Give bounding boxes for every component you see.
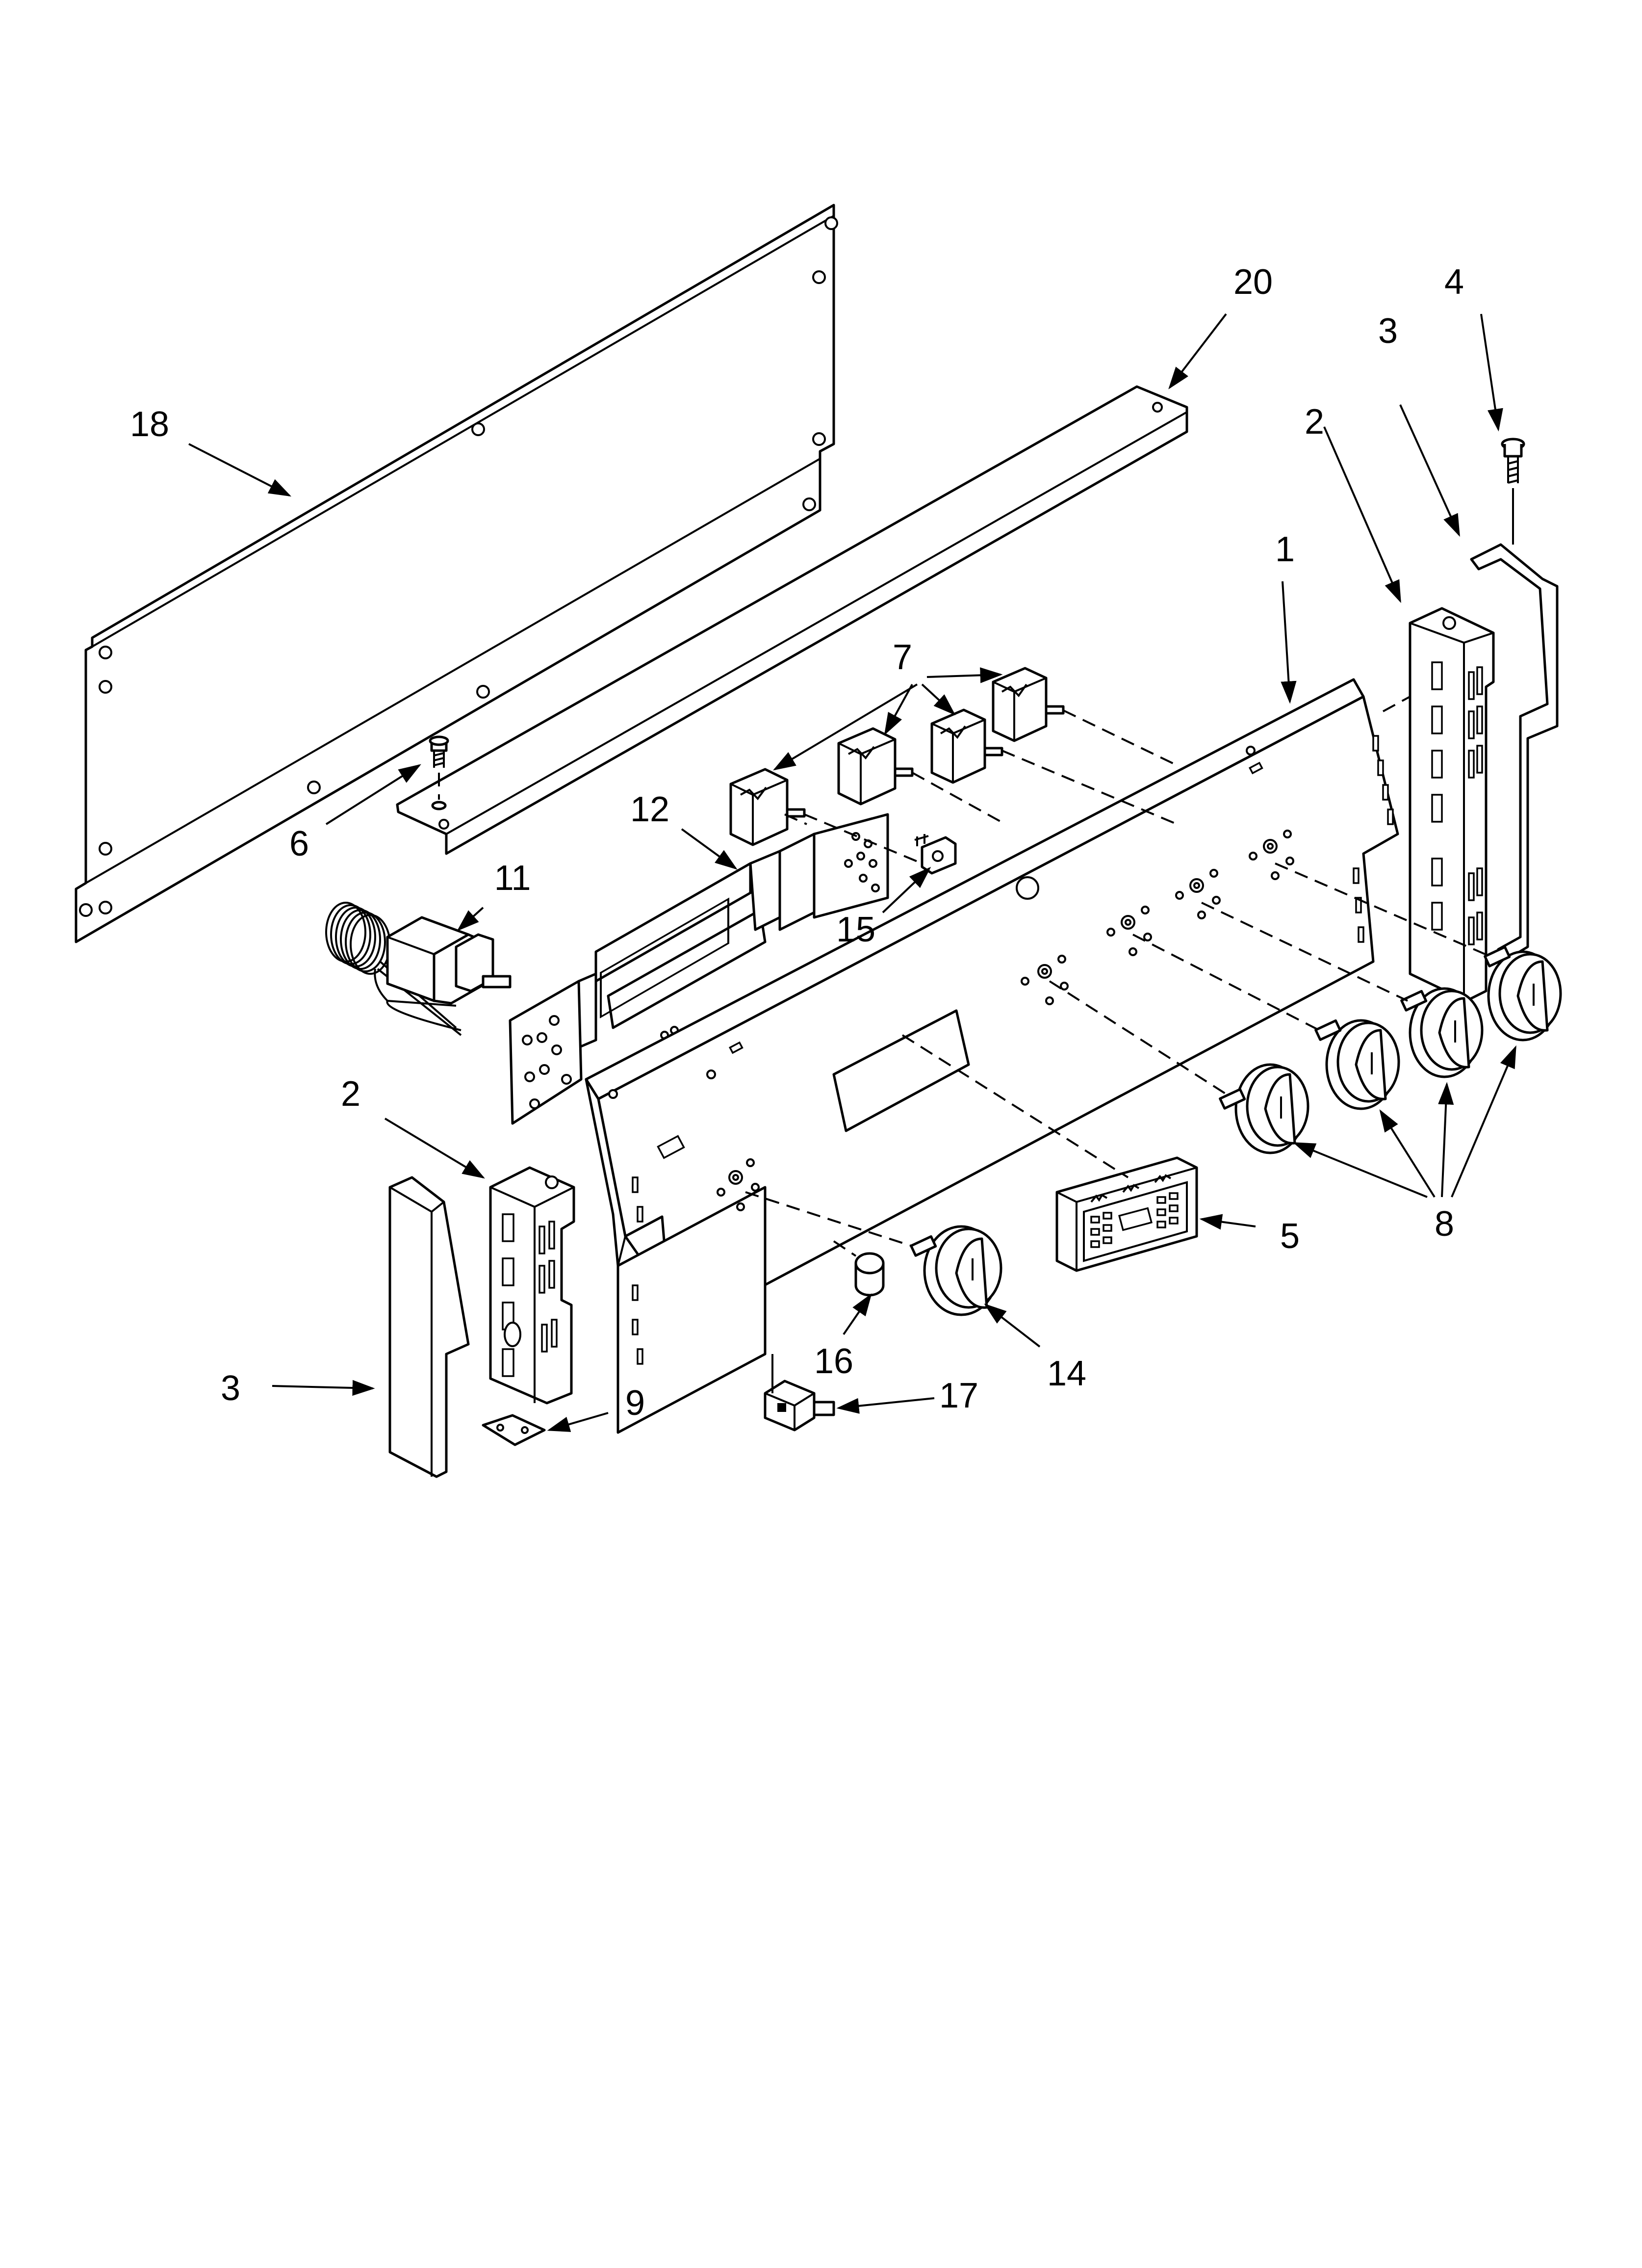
callout-18: 18: [130, 405, 169, 444]
callout-2-left: 2: [341, 1074, 360, 1114]
callout-15: 15: [836, 910, 875, 949]
part-small-plate: [482, 1414, 546, 1446]
part-connector: [914, 834, 957, 875]
part-endcap-bracket-left: [489, 1166, 575, 1405]
vent-slots: [1468, 666, 1483, 945]
part-knob-left: [910, 1225, 1002, 1316]
part-channel-rail: [396, 385, 1188, 855]
part-knob-2: [1314, 1019, 1400, 1110]
callout-3-left: 3: [221, 1369, 240, 1408]
part-knob-4: [1484, 945, 1562, 1042]
knob-holes-2: [1021, 955, 1069, 1005]
callout-20: 20: [1233, 262, 1273, 302]
part-switch-3: [930, 708, 1003, 784]
part-back-panel: [75, 204, 838, 943]
part-endcap-left: [388, 1176, 470, 1478]
callout-1: 1: [1275, 530, 1295, 569]
part-endcap-bracket-right: [1409, 607, 1495, 1002]
leader-lines: [188, 313, 1516, 1432]
part-thermostat: [325, 902, 512, 1036]
callout-3-right: 3: [1378, 312, 1398, 351]
callout-8: 8: [1435, 1204, 1454, 1244]
part-knob-1: [1219, 1063, 1309, 1154]
callout-4: 4: [1444, 262, 1464, 302]
callout-12: 12: [630, 790, 669, 829]
callout-7: 7: [893, 638, 912, 677]
callout-11: 11: [494, 859, 531, 898]
part-switch-2: [837, 727, 914, 806]
knob-holes-5: [1249, 830, 1294, 880]
callout-17: 17: [939, 1376, 978, 1415]
part-screw-top: [1501, 438, 1525, 545]
callout-6: 6: [289, 824, 309, 863]
callout-5: 5: [1280, 1217, 1300, 1256]
callout-labels: 18 20 4 3 2 1 7 6 12 11 15 2 8 5 16 14 3…: [130, 262, 1464, 1423]
callout-16: 16: [814, 1342, 853, 1381]
part-clock-module: [1055, 1156, 1198, 1272]
part-console-panel: [585, 678, 1399, 1434]
callout-9: 9: [625, 1383, 645, 1423]
part-screw-rail: [429, 735, 449, 810]
part-rocker-switch: [764, 1354, 835, 1432]
part-bracket: [509, 813, 889, 1125]
knob-holes-3: [1106, 906, 1152, 956]
part-switch-4: [992, 667, 1065, 742]
knob-holes-4: [1175, 869, 1221, 919]
clock-buttons: [1090, 1174, 1179, 1248]
knob-holes-left: [717, 1158, 760, 1211]
part-switch-1: [729, 768, 806, 846]
callout-14: 14: [1047, 1354, 1086, 1393]
assembly-lines: [745, 696, 1491, 1257]
part-push-button: [854, 1252, 885, 1297]
part-knob-3: [1400, 987, 1484, 1078]
callout-2-right: 2: [1305, 402, 1324, 442]
